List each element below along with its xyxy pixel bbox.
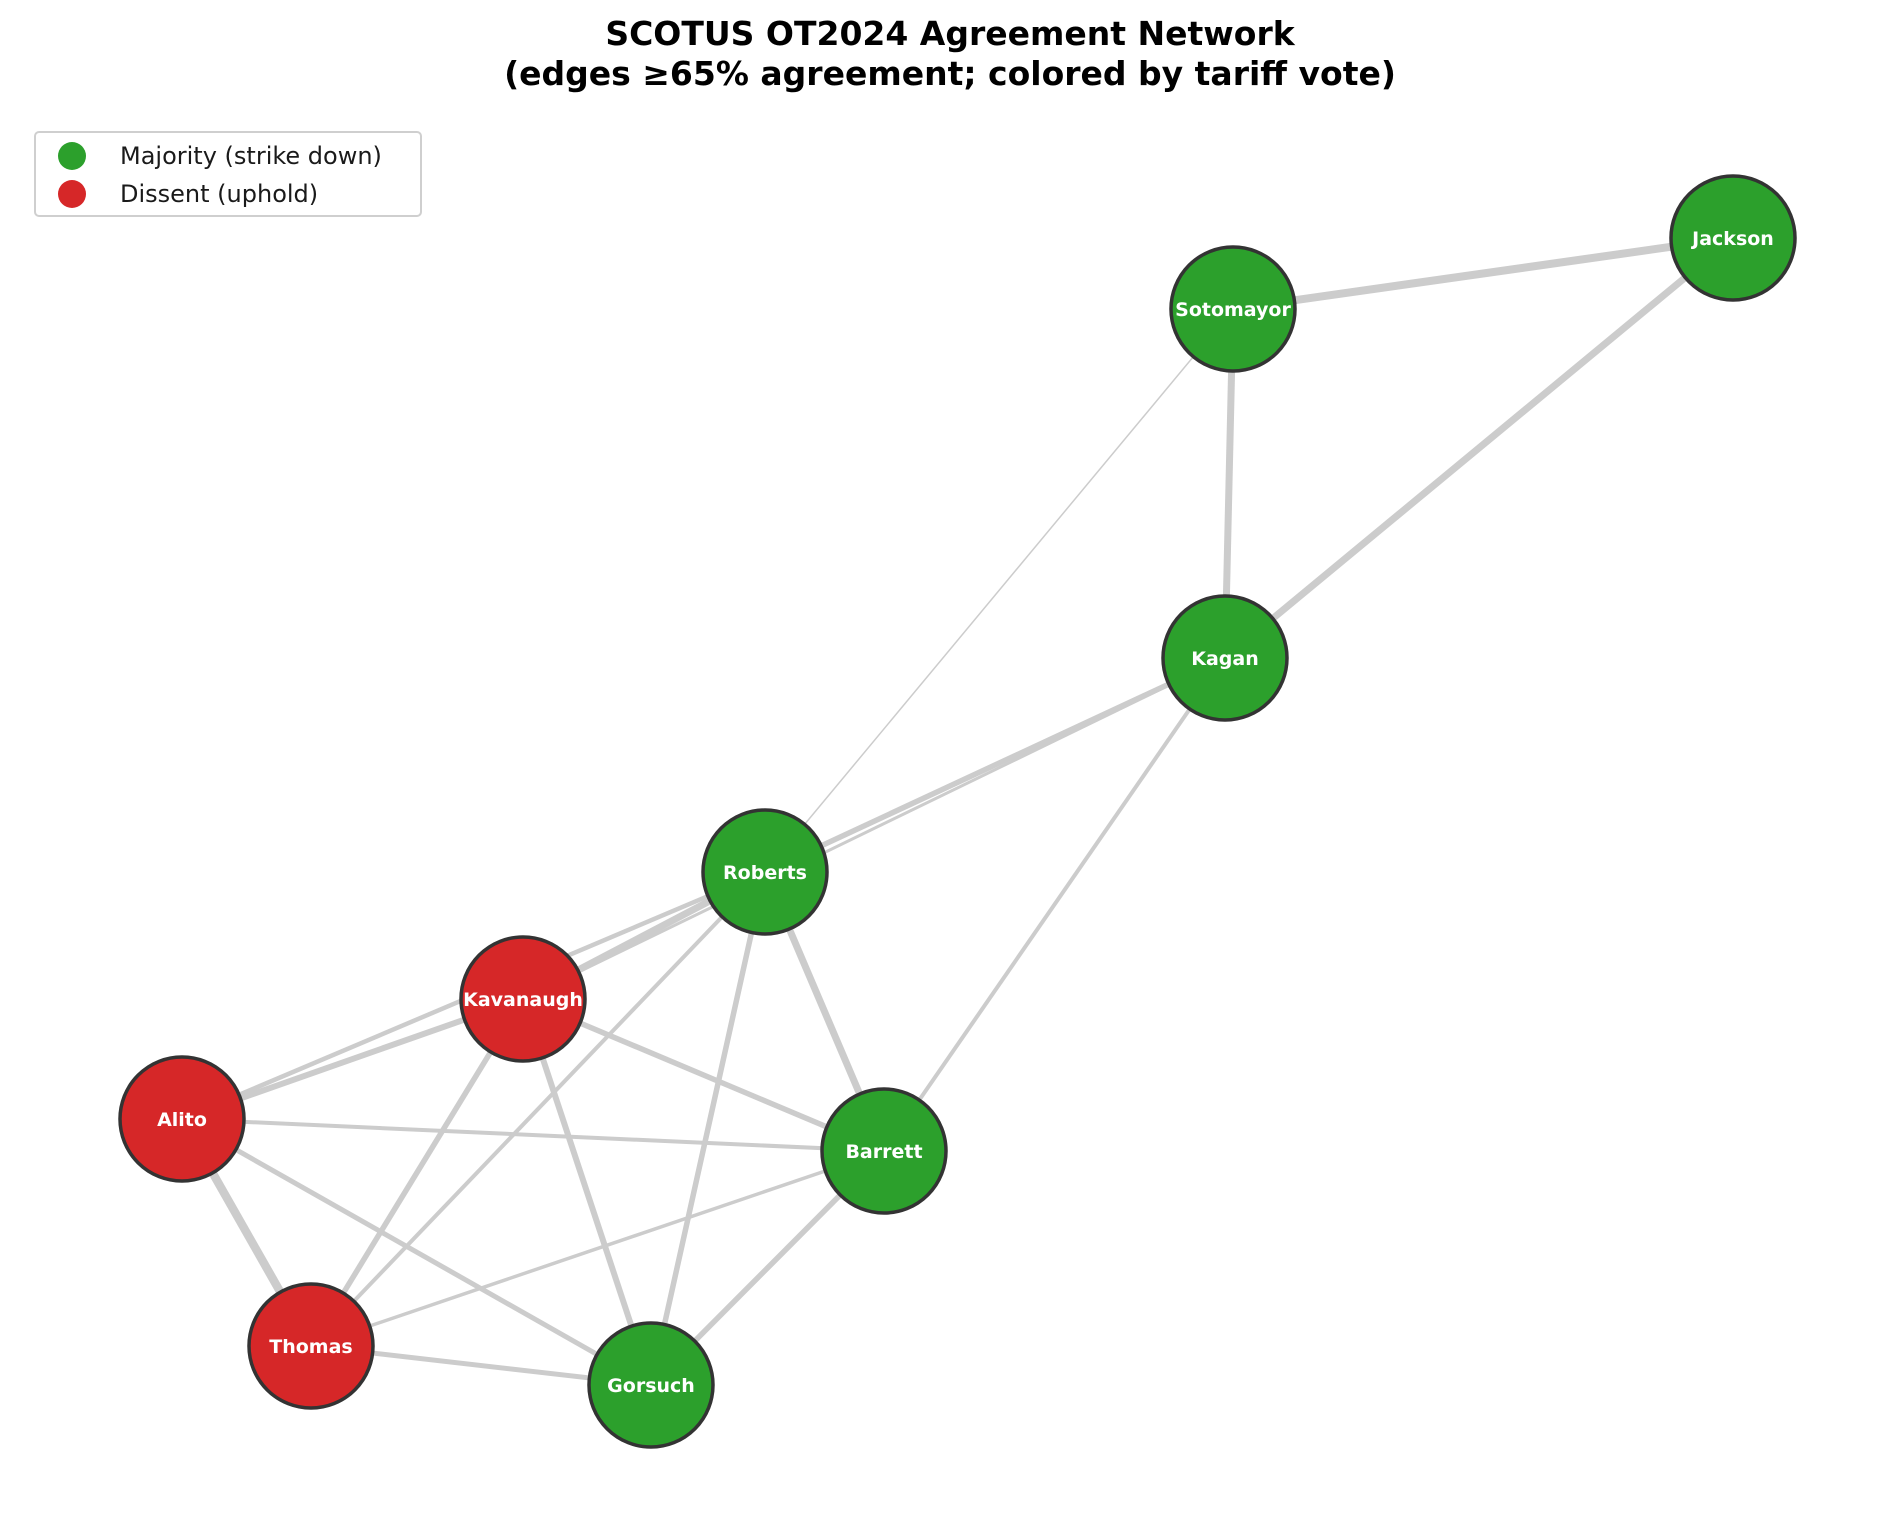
node-circle-kagan [1161,594,1289,722]
legend-marker-dissent [58,180,86,208]
title-line-1: SCOTUS OT2024 Agreement Network [605,14,1295,53]
node-circle-jackson [1669,174,1797,302]
node-label-roberts: Roberts [723,862,807,884]
legend-label-majority: Majority (strike down) [120,142,382,170]
edge-layer [178,234,1736,1388]
node-roberts: Roberts [701,808,829,936]
edge-kavanaugh-thomas [308,997,526,1348]
node-label-jackson: Jackson [1690,228,1774,250]
node-circle-thomas [247,1282,375,1410]
edge-roberts-thomas [309,870,767,1348]
edge-kagan-kavanaugh [522,656,1226,1001]
node-circle-gorsuch [587,1321,715,1449]
legend-item-majority: Majority (strike down) [36,138,382,174]
node-jackson: Jackson [1669,174,1797,302]
node-circle-alito [118,1055,246,1183]
edge-roberts-gorsuch [648,871,768,1386]
edge-kavanaugh-barrett [521,996,886,1154]
node-label-gorsuch: Gorsuch [607,1375,695,1397]
node-gorsuch: Gorsuch [587,1321,715,1449]
legend: Majority (strike down) Dissent (uphold) [34,131,422,217]
node-barrett: Barrett [820,1087,948,1215]
title-line-2: (edges ≥65% agreement; colored by tariff… [504,54,1396,93]
node-circle-kavanaugh [459,935,587,1063]
node-label-kavanaugh: Kavanaugh [463,989,583,1011]
edge-sotomayor-jackson [1232,234,1734,313]
node-layer: JacksonSotomayorKaganRobertsKavanaughAli… [118,174,1797,1449]
edge-kavanaugh-gorsuch [520,998,654,1386]
edge-kagan-barrett [882,656,1227,1153]
node-circle-barrett [820,1087,948,1215]
node-kavanaugh: Kavanaugh [459,935,587,1063]
node-sotomayor: Sotomayor [1169,245,1297,373]
edge-alito-gorsuch [180,1116,653,1388]
node-circle-roberts [701,808,829,936]
node-label-barrett: Barrett [845,1141,922,1163]
node-thomas: Thomas [247,1282,375,1410]
legend-marker-majority [58,142,86,170]
edge-sotomayor-roberts [764,308,1234,873]
legend-label-dissent: Dissent (uphold) [120,180,319,208]
node-label-thomas: Thomas [269,1336,352,1358]
edge-thomas-barrett [310,1149,885,1348]
node-circle-sotomayor [1169,245,1297,373]
node-kagan: Kagan [1161,594,1289,722]
legend-item-dissent: Dissent (uphold) [36,176,318,212]
node-label-kagan: Kagan [1191,648,1259,670]
chart-title: SCOTUS OT2024 Agreement Network (edges ≥… [0,14,1900,94]
node-alito: Alito [118,1055,246,1183]
edge-alito-barrett [181,1117,885,1153]
node-label-alito: Alito [157,1109,207,1131]
node-label-sotomayor: Sotomayor [1175,299,1291,321]
edge-kagan-jackson [1222,235,1736,661]
